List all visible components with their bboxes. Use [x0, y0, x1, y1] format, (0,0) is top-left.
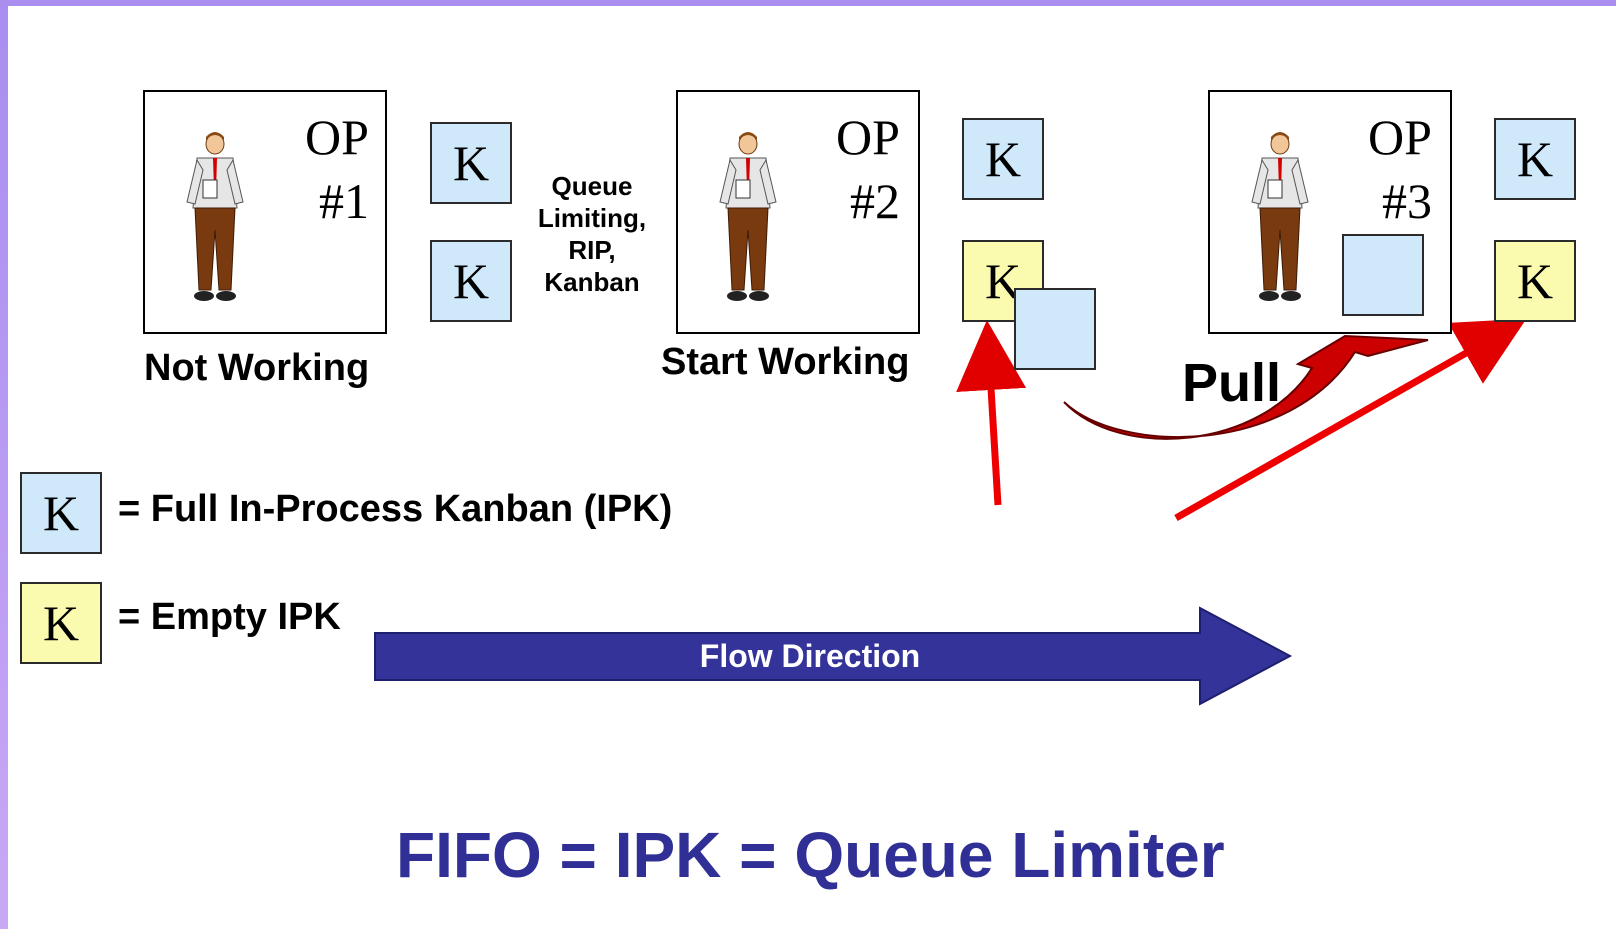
op-1-title: OP	[305, 109, 369, 165]
empty-kanban-card: K	[1494, 240, 1576, 322]
op-2-status: Start Working	[661, 341, 910, 383]
queue-note: Queue Limiting, RIP, Kanban	[530, 170, 654, 298]
op-2-box: OP #2	[676, 90, 920, 334]
full-kanban-card: K	[430, 240, 512, 322]
red-arrow-diagonal	[1174, 318, 1527, 522]
pull-label: Pull	[1182, 353, 1282, 413]
legend-empty-text: = Empty IPK	[118, 596, 341, 638]
op-1-number: #1	[319, 173, 369, 229]
queue-note-line: RIP,	[568, 235, 616, 265]
legend-full-kanban-swatch: K	[20, 472, 102, 554]
op-3-box: OP #3	[1208, 90, 1452, 334]
flow-direction-arrow	[374, 606, 1293, 706]
op-3-number: #3	[1382, 173, 1432, 229]
work-item-box	[1014, 288, 1096, 370]
queue-note-line: Limiting,	[537, 203, 647, 233]
full-kanban-card: K	[1494, 118, 1576, 200]
worker-icon	[1251, 132, 1309, 301]
work-item-box	[1342, 234, 1424, 316]
queue-note-line: Kanban	[544, 267, 640, 297]
worker-icon	[186, 132, 244, 301]
frame-left-border	[0, 0, 8, 929]
op-3-title: OP	[1368, 109, 1432, 165]
op-1-box: OP #1	[143, 90, 387, 334]
queue-note-line: Queue	[551, 171, 633, 201]
op-1-status: Not Working	[144, 347, 370, 389]
red-arrow-up	[956, 320, 1027, 506]
op-2-number: #2	[850, 173, 900, 229]
flow-direction-label: Flow Direction	[699, 638, 921, 674]
frame-top-border	[0, 0, 1616, 6]
legend-empty-kanban-swatch: K	[20, 582, 102, 664]
legend-full-text: = Full In-Process Kanban (IPK)	[118, 488, 673, 530]
full-kanban-card: K	[430, 122, 512, 204]
footer-title: FIFO = IPK = Queue Limiter	[396, 819, 1225, 891]
full-kanban-card: K	[962, 118, 1044, 200]
op-2-title: OP	[836, 109, 900, 165]
pull-curved-arrow	[1063, 334, 1429, 440]
worker-icon	[719, 132, 777, 301]
